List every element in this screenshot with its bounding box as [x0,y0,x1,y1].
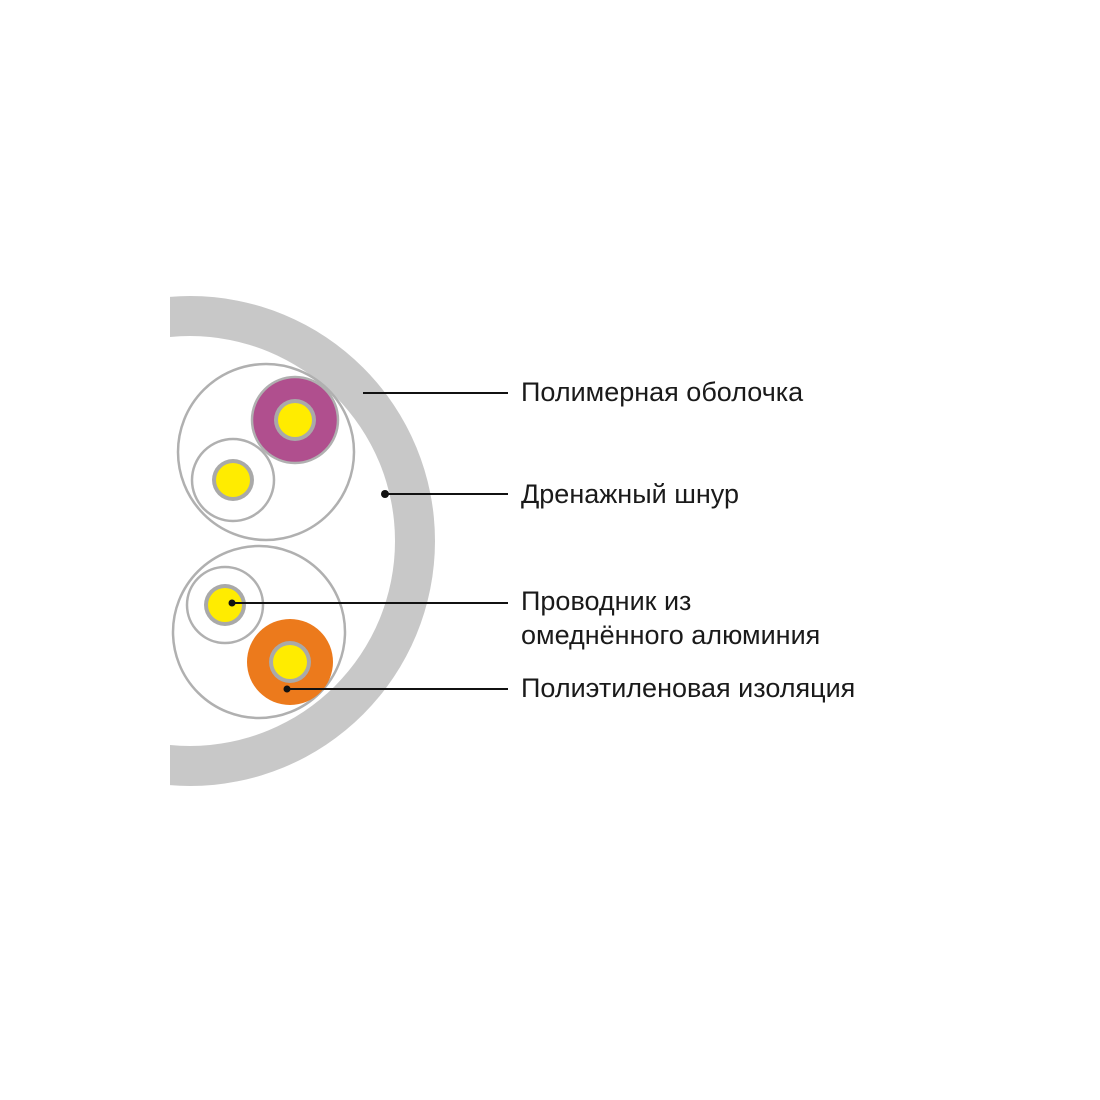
orange-conductor-core [273,645,307,679]
label-conductor-line1: Проводник из [521,586,692,616]
white-conductor-core-upper [216,463,250,497]
white-conductor-core-lower [208,588,242,622]
label-polymer-sheath: Полимерная оболочка [521,377,804,407]
label-polyethylene-insulation: Полиэтиленовая изоляция [521,673,856,703]
label-conductor-line2: омеднённого алюминия [521,620,821,650]
purple-conductor-core [278,403,312,437]
label-drain-wire: Дренажный шнур [521,479,739,509]
